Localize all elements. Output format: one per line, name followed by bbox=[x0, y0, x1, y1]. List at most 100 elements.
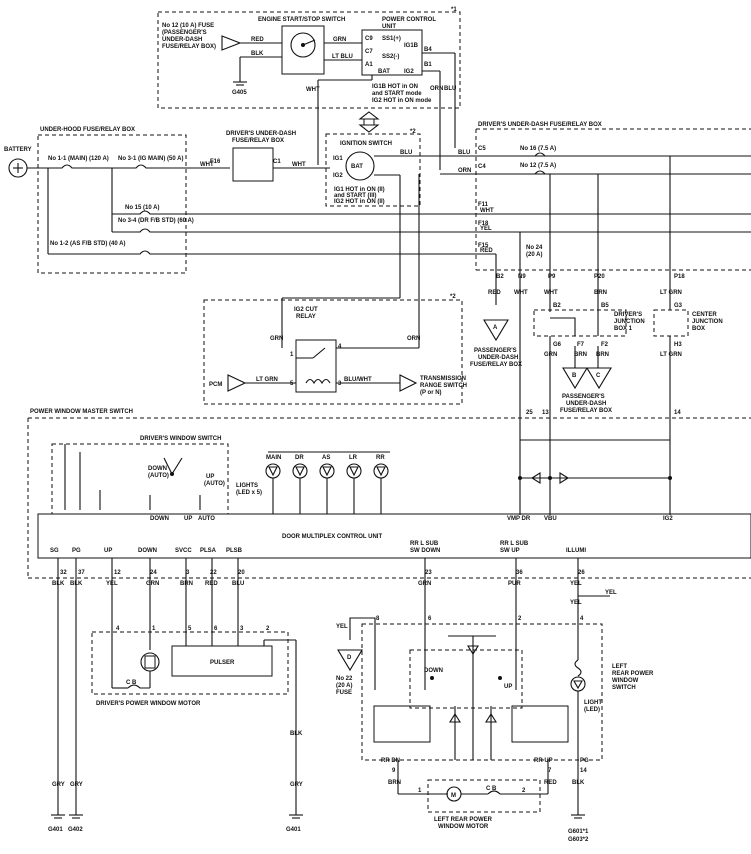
svg-text:BATTERY: BATTERY bbox=[4, 147, 32, 153]
svg-text:DR: DR bbox=[295, 455, 304, 461]
svg-text:ORN: ORN bbox=[458, 168, 471, 174]
svg-text:No 22: No 22 bbox=[336, 676, 353, 682]
svg-text:3: 3 bbox=[186, 570, 190, 576]
svg-text:4: 4 bbox=[580, 616, 584, 622]
svg-text:1: 1 bbox=[152, 626, 156, 632]
under-hood-fuse-box: UNDER-HOOD FUSE/RELAY BOX BATTERY No 1-1… bbox=[4, 127, 470, 274]
svg-text:WINDOW: WINDOW bbox=[612, 678, 639, 684]
svg-text:BRN: BRN bbox=[388, 780, 401, 786]
svg-text:IGNITION SWITCH: IGNITION SWITCH bbox=[340, 141, 392, 147]
svg-text:DRIVER'S UNDER-DASH FUSE/RELAY: DRIVER'S UNDER-DASH FUSE/RELAY BOX bbox=[478, 122, 602, 128]
svg-text:4: 4 bbox=[116, 626, 120, 632]
svg-text:SVCC: SVCC bbox=[175, 548, 192, 554]
svg-text:B5: B5 bbox=[601, 303, 609, 309]
svg-text:RR: RR bbox=[376, 455, 385, 461]
svg-text:RR L SUB: RR L SUB bbox=[410, 541, 439, 547]
svg-text:UNDER-DASH: UNDER-DASH bbox=[478, 355, 518, 361]
svg-text:G603*2: G603*2 bbox=[568, 837, 589, 843]
svg-text:LR: LR bbox=[349, 455, 358, 461]
svg-text:B4: B4 bbox=[424, 47, 432, 53]
svg-text:IG2: IG2 bbox=[404, 69, 414, 75]
svg-text:UP: UP bbox=[504, 684, 512, 690]
svg-text:GRY: GRY bbox=[290, 782, 303, 788]
svg-text:20: 20 bbox=[238, 570, 245, 576]
svg-text:RANGE SWITCH: RANGE SWITCH bbox=[420, 383, 467, 389]
svg-text:(LED x 5): (LED x 5) bbox=[236, 490, 262, 496]
svg-text:C9: C9 bbox=[365, 36, 373, 42]
svg-text:UP: UP bbox=[206, 474, 214, 480]
svg-text:PASSENGER'S: PASSENGER'S bbox=[474, 348, 517, 354]
right-fuse-box: DRIVER'S UNDER-DASH FUSE/RELAY BOX C5 C4… bbox=[440, 122, 751, 515]
svg-text:B: B bbox=[572, 373, 577, 379]
svg-text:DRIVER'S POWER WINDOW MOTOR: DRIVER'S POWER WINDOW MOTOR bbox=[96, 701, 201, 707]
svg-text:P18: P18 bbox=[674, 274, 685, 280]
svg-text:BAT: BAT bbox=[351, 164, 363, 170]
led-rr: RR bbox=[373, 455, 389, 479]
svg-text:F2: F2 bbox=[601, 342, 609, 348]
svg-text:A: A bbox=[493, 325, 498, 331]
svg-text:No 12 (7.5 A): No 12 (7.5 A) bbox=[520, 163, 556, 169]
svg-text:AUTO: AUTO bbox=[198, 516, 215, 522]
svg-text:YEL: YEL bbox=[336, 624, 348, 630]
svg-text:SS2(-): SS2(-) bbox=[382, 54, 399, 60]
svg-text:4: 4 bbox=[338, 344, 342, 350]
svg-text:9: 9 bbox=[392, 768, 396, 774]
drivers-under-dash-small: DRIVER'S UNDER-DASH FUSE/RELAY BOX C1 WH… bbox=[200, 131, 330, 182]
svg-text:13: 13 bbox=[542, 410, 549, 416]
svg-text:PG: PG bbox=[72, 548, 81, 554]
power-window-master-switch: POWER WINDOW MASTER SWITCH DRIVER'S WIND… bbox=[27, 409, 751, 815]
svg-text:G401: G401 bbox=[48, 827, 63, 833]
svg-text:No 15 (10 A): No 15 (10 A) bbox=[125, 205, 159, 211]
svg-text:C B: C B bbox=[486, 786, 497, 792]
svg-text:24: 24 bbox=[150, 570, 157, 576]
svg-text:DOWN: DOWN bbox=[150, 516, 169, 522]
svg-text:IG2: IG2 bbox=[663, 516, 673, 522]
svg-text:UP: UP bbox=[104, 548, 112, 554]
svg-text:LEFT REAR POWER: LEFT REAR POWER bbox=[434, 817, 493, 823]
svg-text:F15: F15 bbox=[478, 243, 489, 249]
svg-text:No 1-1 (MAIN) (120 A): No 1-1 (MAIN) (120 A) bbox=[48, 156, 109, 162]
svg-text:BLK: BLK bbox=[251, 51, 264, 57]
svg-text:LT GRN: LT GRN bbox=[660, 290, 682, 296]
svg-text:IG1 HOT in ON (II): IG1 HOT in ON (II) bbox=[334, 187, 385, 193]
svg-text:G402: G402 bbox=[68, 827, 83, 833]
svg-text:(P or N): (P or N) bbox=[420, 390, 442, 396]
start-switch-title: ENGINE START/STOP SWITCH bbox=[258, 17, 345, 23]
svg-text:RED: RED bbox=[488, 290, 501, 296]
svg-text:UNDER-DASH: UNDER-DASH bbox=[162, 37, 202, 43]
svg-text:C B: C B bbox=[126, 680, 137, 686]
svg-text:AS: AS bbox=[322, 455, 330, 461]
svg-text:WHT: WHT bbox=[544, 290, 558, 296]
svg-text:2: 2 bbox=[518, 616, 522, 622]
svg-text:F7: F7 bbox=[577, 342, 585, 348]
svg-text:No 24: No 24 bbox=[526, 245, 543, 251]
svg-text:WHT: WHT bbox=[480, 208, 494, 214]
svg-text:BRN: BRN bbox=[574, 352, 587, 358]
start-stop-section: *1 No 12 (10 A) FUSE (PASSENGER'S UNDER-… bbox=[157, 7, 461, 170]
ignition-switch-section: *2 IGNITION SWITCH IG1 BAT IG2 BLU IG1 H… bbox=[325, 129, 455, 298]
svg-text:36: 36 bbox=[516, 570, 523, 576]
svg-text:SW UP: SW UP bbox=[500, 548, 520, 554]
svg-text:YEL: YEL bbox=[570, 581, 582, 587]
svg-text:32: 32 bbox=[60, 570, 67, 576]
svg-text:BAT: BAT bbox=[378, 69, 390, 75]
svg-text:G3: G3 bbox=[674, 303, 683, 309]
svg-text:FUSE/RELAY BOX: FUSE/RELAY BOX bbox=[470, 362, 522, 368]
svg-text:14: 14 bbox=[674, 410, 681, 416]
led-main: MAIN bbox=[265, 455, 281, 479]
svg-text:WHT: WHT bbox=[292, 162, 306, 168]
svg-text:A1: A1 bbox=[365, 62, 373, 68]
svg-text:C5: C5 bbox=[478, 146, 486, 152]
svg-text:PG: PG bbox=[580, 758, 589, 764]
svg-text:IG2 CUT: IG2 CUT bbox=[294, 307, 318, 313]
svg-text:2: 2 bbox=[522, 788, 526, 794]
svg-text:WHT: WHT bbox=[514, 290, 528, 296]
svg-text:DOWN: DOWN bbox=[138, 548, 157, 554]
svg-text:RELAY: RELAY bbox=[296, 314, 316, 320]
svg-text:ORN: ORN bbox=[407, 336, 420, 342]
svg-text:VBU: VBU bbox=[544, 516, 557, 522]
svg-text:37: 37 bbox=[78, 570, 85, 576]
svg-text:6: 6 bbox=[428, 616, 432, 622]
svg-text:YEL: YEL bbox=[570, 600, 582, 606]
dmcu-title: DOOR MULTIPLEX CONTROL UNIT bbox=[282, 534, 382, 540]
